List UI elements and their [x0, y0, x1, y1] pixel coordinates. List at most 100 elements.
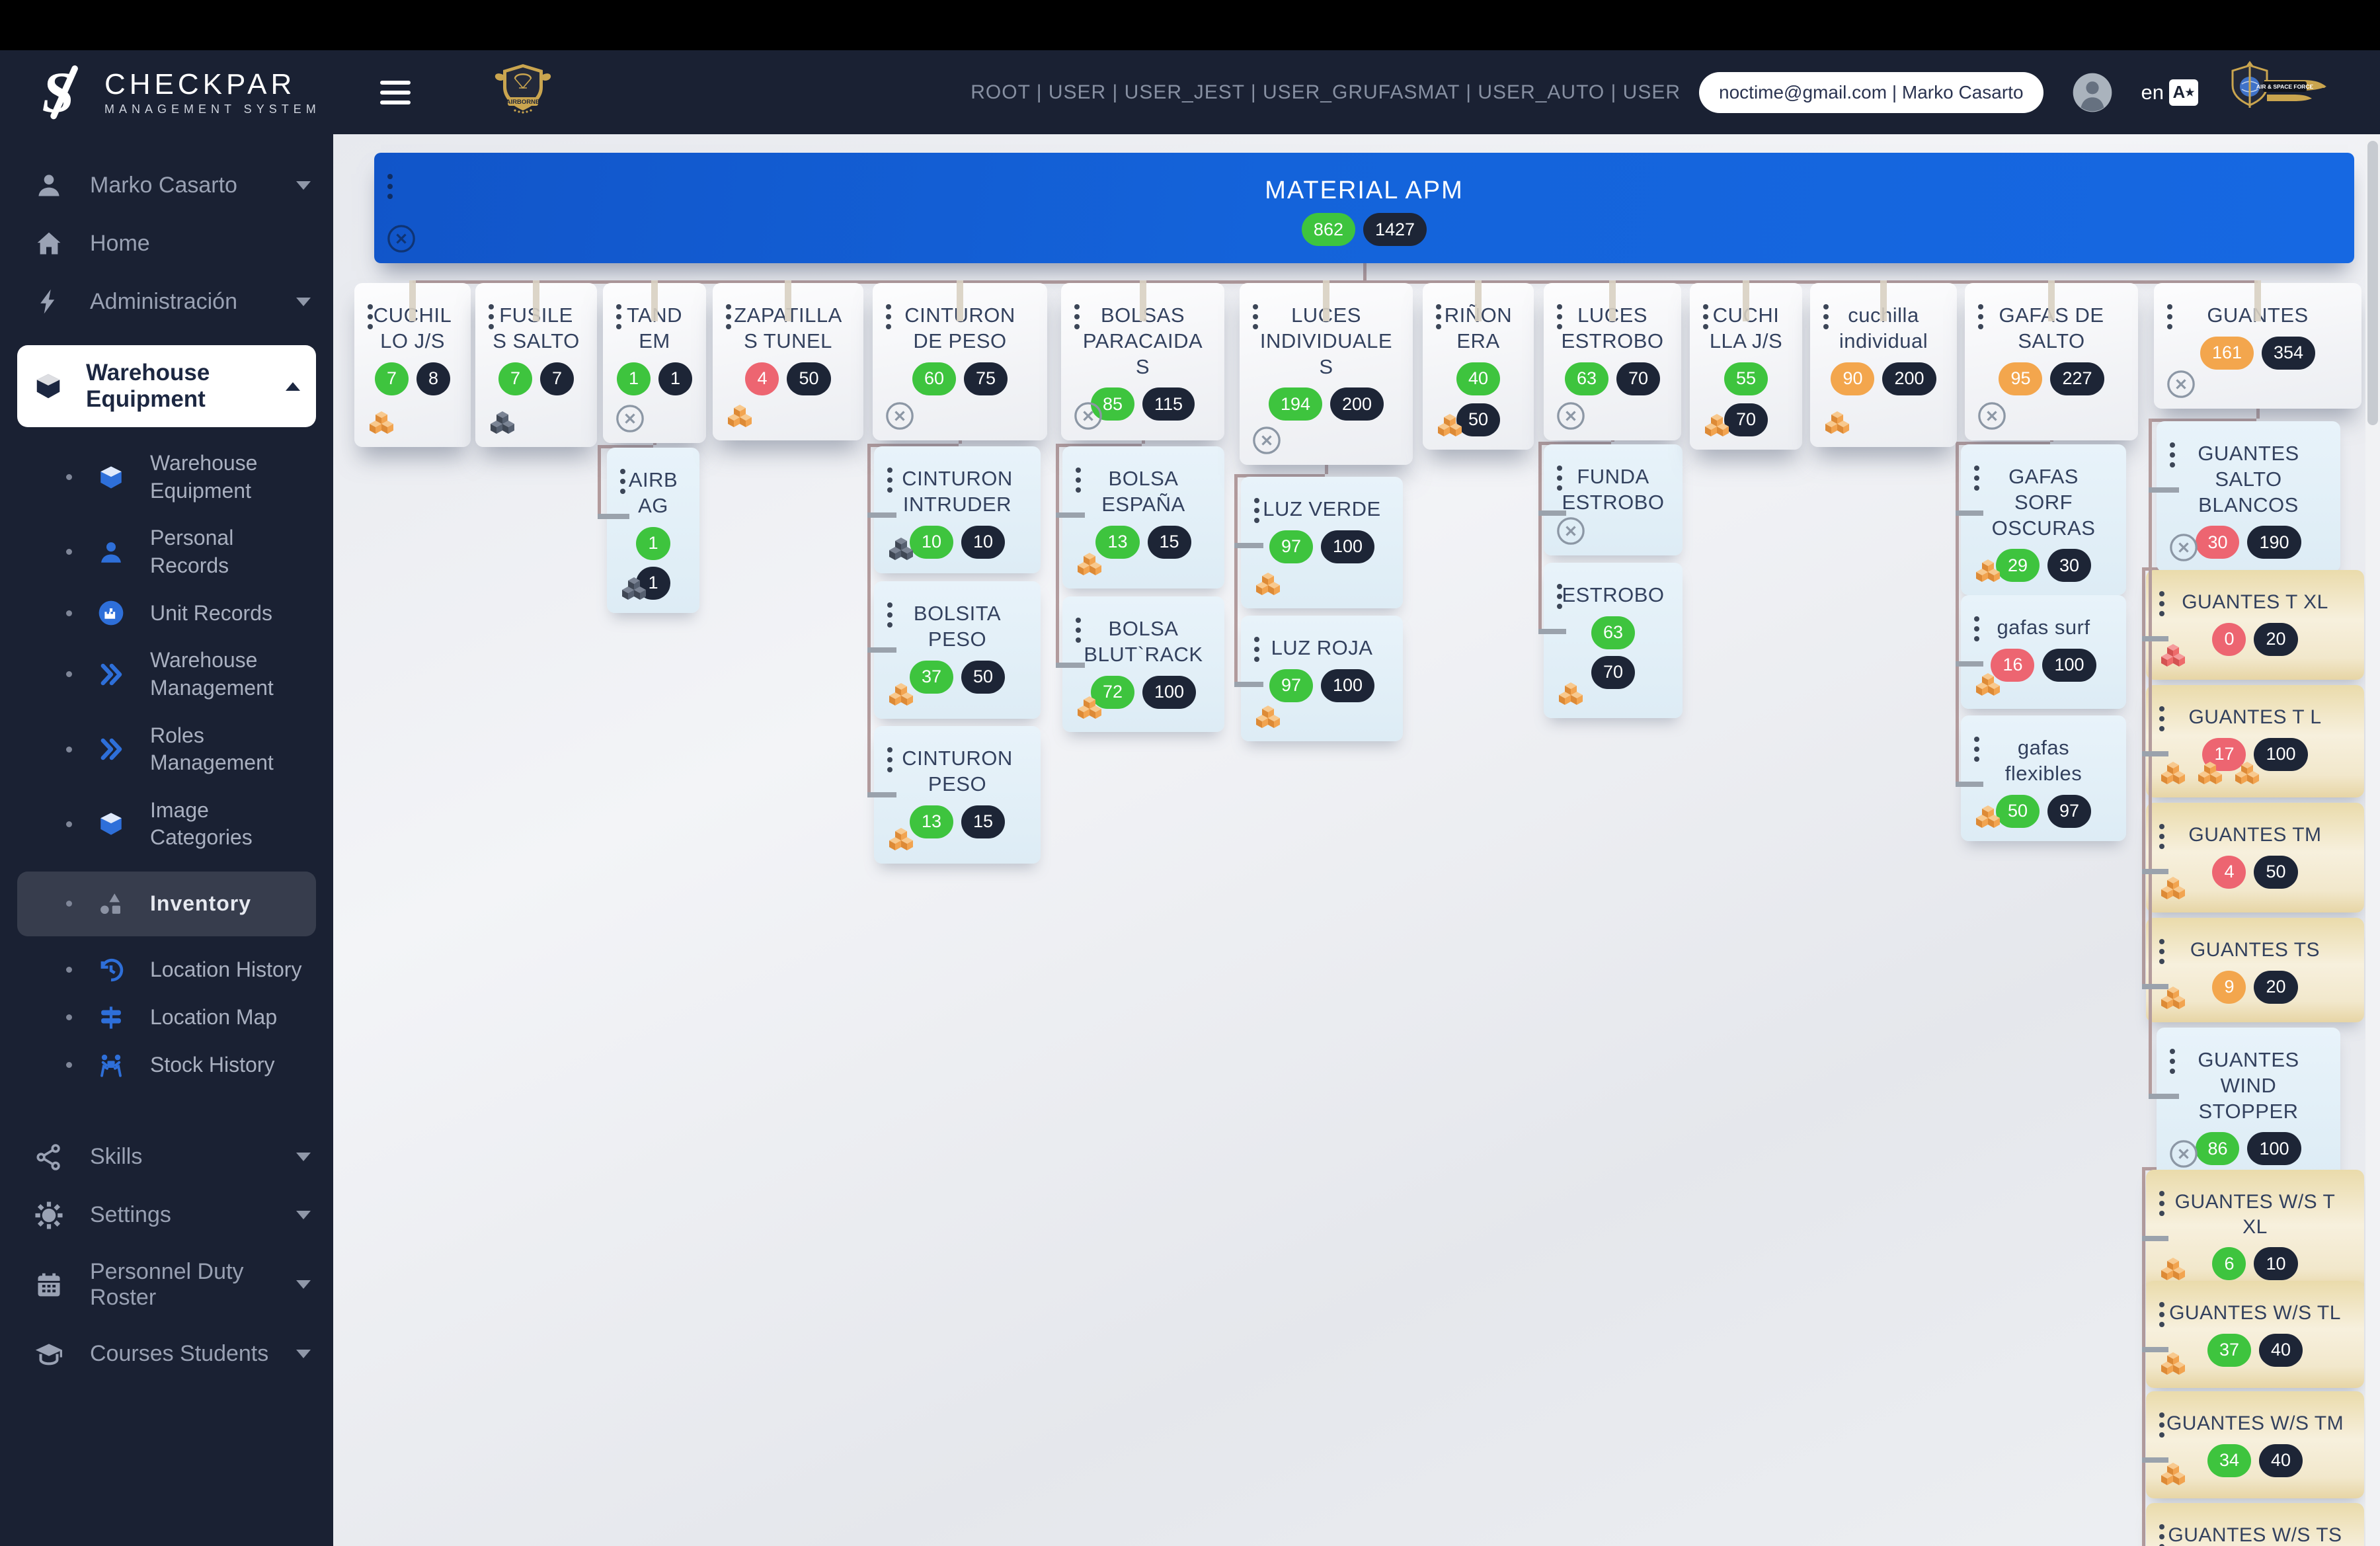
vertical-scrollbar[interactable]	[2365, 134, 2380, 1546]
kebab-menu-icon[interactable]	[726, 304, 733, 334]
kebab-menu-icon[interactable]	[886, 304, 892, 334]
kebab-menu-icon[interactable]	[1253, 304, 1259, 334]
collapse-x-icon[interactable]	[1977, 401, 2007, 431]
kebab-menu-icon[interactable]	[2170, 1049, 2176, 1078]
collapse-x-icon[interactable]	[2166, 369, 2196, 399]
sidebar-subitem-stock-history[interactable]: Stock History	[0, 1051, 333, 1079]
sidebar-subitem-roles-management[interactable]: Roles Management	[0, 722, 333, 777]
kebab-menu-icon[interactable]	[2170, 442, 2176, 472]
collapse-x-icon[interactable]	[1073, 401, 1103, 431]
kebab-menu-icon[interactable]	[616, 304, 623, 334]
kebab-menu-icon[interactable]	[2159, 706, 2166, 736]
collapse-x-icon[interactable]	[2168, 532, 2199, 563]
kebab-menu-icon[interactable]	[1974, 466, 1981, 495]
sidebar-profile-marko-casarto[interactable]: Marko Casarto	[0, 171, 333, 200]
collapse-x-icon[interactable]	[1556, 516, 1586, 546]
scrollbar-thumb[interactable]	[2367, 141, 2378, 425]
collapse-x-icon[interactable]	[2168, 1139, 2199, 1169]
kebab-menu-icon[interactable]	[1974, 737, 1981, 766]
kebab-menu-icon[interactable]	[2159, 591, 2166, 621]
tree-node-guantes-w-s-ts[interactable]: GUANTES W/S TS910	[2146, 1503, 2364, 1546]
checkpar-logo[interactable]: S CHECKPAR MANAGEMENT SYSTEM	[34, 61, 321, 124]
kebab-menu-icon[interactable]	[1436, 304, 1443, 334]
kebab-menu-icon[interactable]	[1254, 498, 1261, 528]
tree-node-funda-estrobo[interactable]: FUNDA ESTROBO	[1544, 444, 1683, 555]
sidebar-subitem-location-map[interactable]: Location Map	[0, 1004, 333, 1032]
kebab-menu-icon[interactable]	[1974, 616, 1981, 646]
sidebar-item-personnel-duty-roster[interactable]: Personnel Duty Roster	[0, 1259, 333, 1311]
user-email-pill[interactable]: noctime@gmail.com | Marko Casarto	[1699, 71, 2043, 113]
kebab-menu-icon[interactable]	[1254, 637, 1261, 667]
hamburger-menu-icon[interactable]	[379, 75, 411, 110]
collapse-x-icon[interactable]	[615, 403, 645, 434]
collapse-x-icon[interactable]	[885, 401, 915, 431]
sidebar-subitem-warehouse-equipment[interactable]: Warehouse Equipment	[0, 450, 333, 505]
translate-icon[interactable]: A★	[2169, 79, 2198, 106]
kebab-menu-icon[interactable]	[1074, 304, 1081, 334]
kebab-menu-icon[interactable]	[2159, 824, 2166, 854]
sidebar-section-warehouse-equipment[interactable]: Warehouse Equipment	[17, 345, 316, 427]
kebab-menu-icon[interactable]	[887, 468, 894, 497]
kebab-menu-icon[interactable]	[2159, 939, 2166, 969]
collapse-x-icon[interactable]	[386, 224, 416, 254]
sidebar-subitem-location-history[interactable]: Location History	[0, 956, 333, 984]
kebab-menu-icon[interactable]	[2167, 304, 2174, 334]
kebab-menu-icon[interactable]	[1703, 304, 1710, 334]
avatar-icon[interactable]	[2071, 71, 2114, 114]
kebab-menu-icon[interactable]	[2159, 1412, 2166, 1442]
kebab-menu-icon[interactable]	[1076, 468, 1082, 497]
kebab-menu-icon[interactable]	[887, 602, 894, 632]
sidebar-subitem-personal-records[interactable]: Personal Records	[0, 524, 333, 579]
sidebar-item-settings[interactable]: Settings	[0, 1201, 333, 1230]
sidebar-item-courses-students[interactable]: Courses Students	[0, 1340, 333, 1369]
kebab-menu-icon[interactable]	[2159, 1302, 2166, 1332]
sidebar-subitem-warehouse-management[interactable]: Warehouse Management	[0, 647, 333, 702]
collapse-x-icon[interactable]	[1556, 401, 1586, 431]
collapse-x-icon[interactable]	[1251, 425, 1282, 456]
kebab-menu-icon[interactable]	[620, 469, 627, 499]
sidebar-item-home[interactable]: Home	[0, 229, 333, 258]
sidebar-subitem-image-categories[interactable]: Image Categories	[0, 797, 333, 852]
kebab-menu-icon[interactable]	[1823, 304, 1830, 334]
kebab-menu-icon[interactable]	[2159, 1191, 2166, 1221]
kebab-menu-icon[interactable]	[1978, 304, 1985, 334]
language-selector[interactable]: en	[2141, 80, 2164, 104]
sidebar-subitem-unit-records[interactable]: Unit Records	[0, 599, 333, 627]
kebab-menu-icon[interactable]	[387, 174, 394, 204]
kebab-menu-icon[interactable]	[2159, 1524, 2166, 1546]
kebab-menu-icon[interactable]	[489, 304, 495, 334]
kebab-menu-icon[interactable]	[368, 304, 374, 334]
kebab-menu-icon[interactable]	[887, 747, 894, 777]
kebab-menu-icon[interactable]	[1076, 618, 1082, 647]
sidebar-item-administraci-n[interactable]: Administración	[0, 287, 333, 316]
sidebar-item-skills[interactable]: Skills	[0, 1143, 333, 1172]
kebab-menu-icon[interactable]	[1557, 466, 1564, 495]
kebab-menu-icon[interactable]	[1557, 304, 1564, 334]
sidebar-subitem-inventory[interactable]: Inventory	[17, 871, 316, 936]
kebab-menu-icon[interactable]	[1557, 584, 1564, 614]
